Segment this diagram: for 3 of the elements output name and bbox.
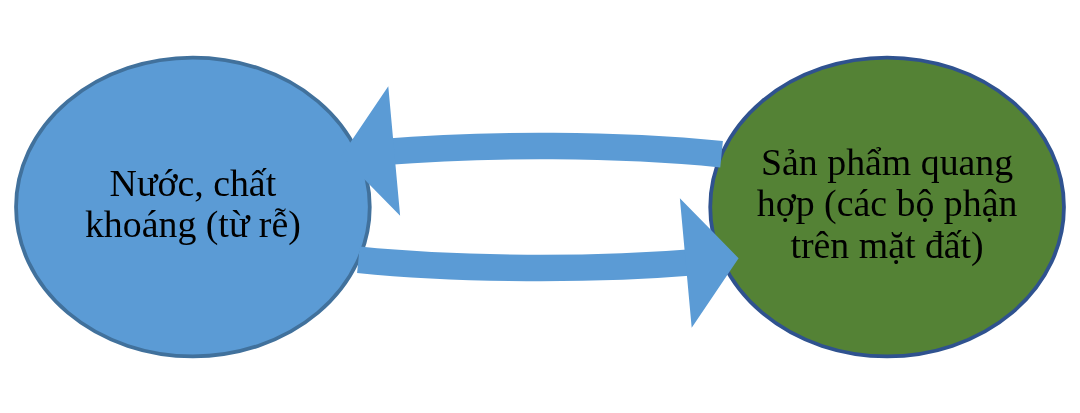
arrow [357, 197, 739, 328]
node-ellipse: Nước, chất khoáng (từ rễ) [14, 55, 372, 358]
node-ellipse: Sản phẩm quang hợp (các bộ phận trên mặt đất) [708, 55, 1066, 358]
